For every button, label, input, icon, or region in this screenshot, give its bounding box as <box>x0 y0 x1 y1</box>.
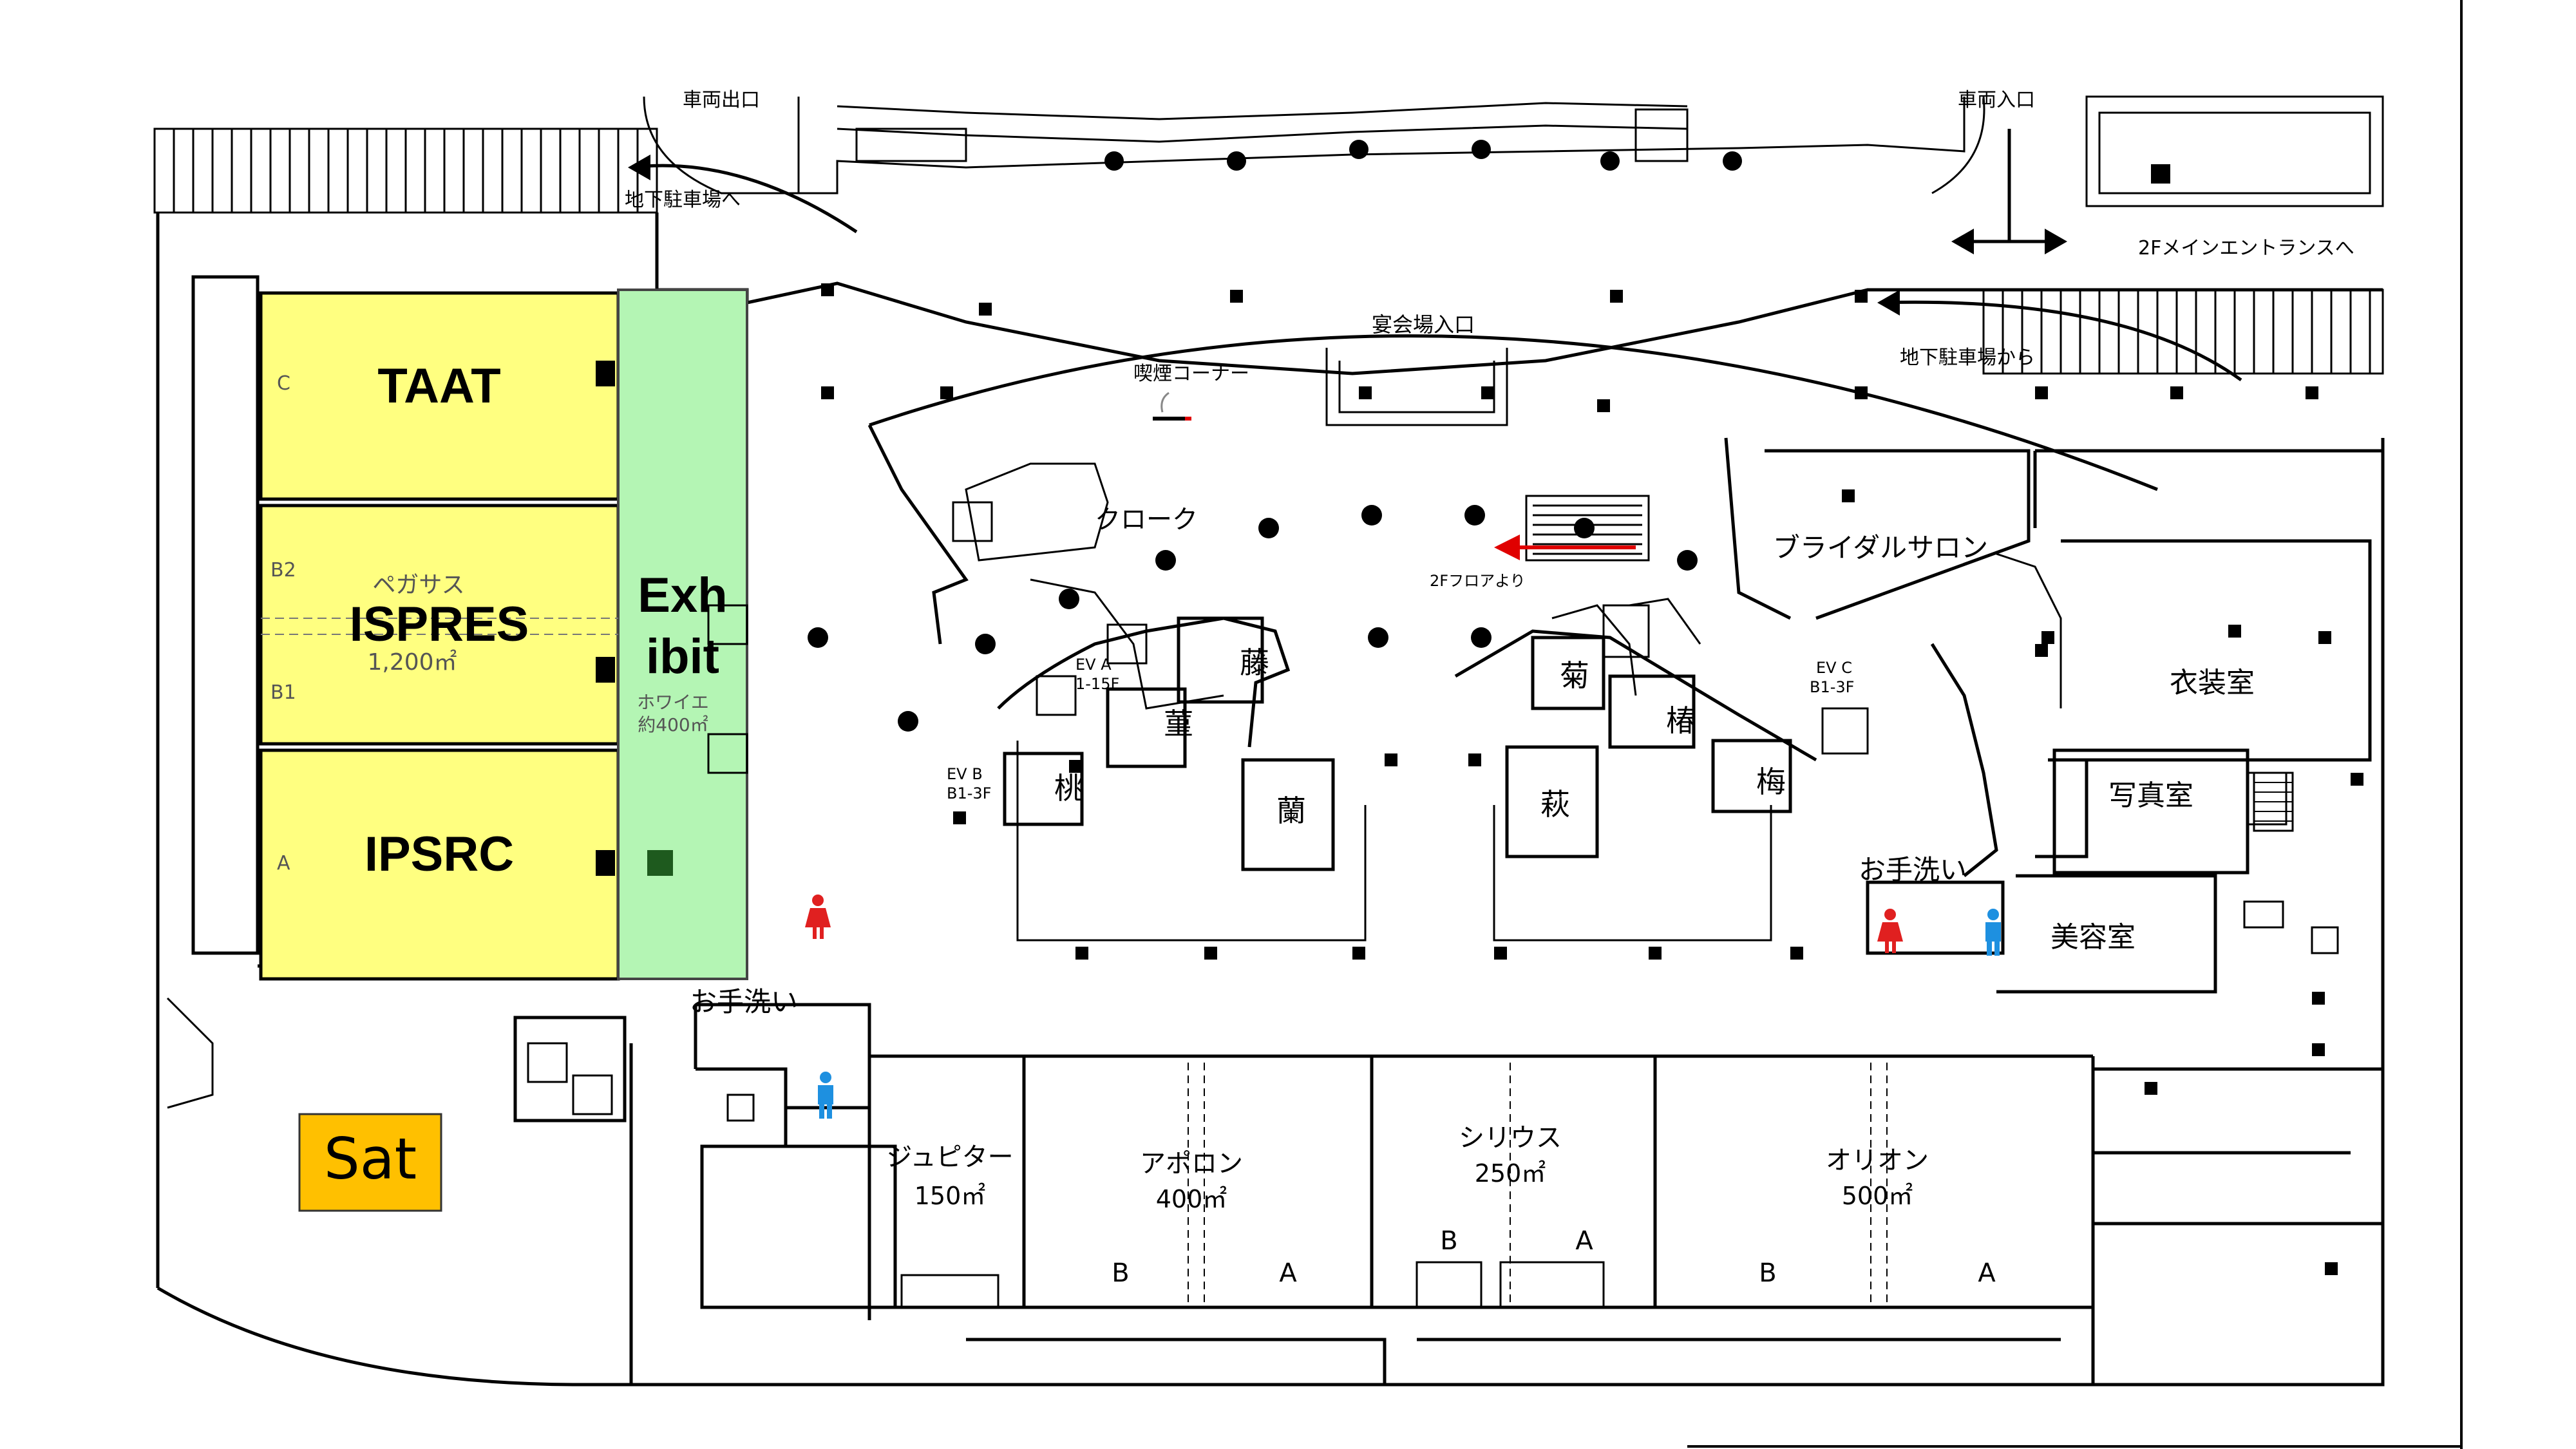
room-momo: 桃 <box>1054 771 1084 806</box>
label-section-b1: B1 <box>270 681 296 704</box>
label-pegasus: ペガサス <box>372 572 464 598</box>
label-section-a: A <box>277 852 290 875</box>
label-vehicle-exit: 車両出口 <box>683 89 760 111</box>
hall-orion-area: 500㎡ <box>1842 1182 1913 1210</box>
escalator <box>1525 495 1701 696</box>
label-foyer: ホワイエ <box>637 692 709 713</box>
label-ev-c: EV C <box>1816 659 1852 677</box>
hall-apollo: アポロン <box>1140 1149 1243 1179</box>
hall-jupiter: ジュピター <box>886 1142 1013 1172</box>
room-exhibit <box>617 289 748 980</box>
right-wing-rooms <box>1724 437 2383 1385</box>
label-to-main-entrance: 2Fメインエントランスへ <box>2138 237 2354 260</box>
label-foyer-area: 約400㎡ <box>638 714 708 735</box>
label-from-underground-parking: 地下駐車場から <box>1900 346 2035 369</box>
sat-highlight <box>298 1113 442 1212</box>
label-ev-b: EV B <box>947 765 983 783</box>
label-beauty-salon: 美容室 <box>2050 921 2136 954</box>
conference-highlights <box>259 289 748 981</box>
label-ispres: ISPRES <box>350 597 529 652</box>
label-cloak: クローク <box>1095 505 1198 535</box>
driveway-pillars <box>1104 140 1742 171</box>
room-sat <box>298 1113 442 1212</box>
foyer-pillars <box>808 505 1698 732</box>
hall-orion: オリオン <box>1826 1146 1929 1175</box>
room-fuji: 藤 <box>1240 645 1269 680</box>
label-ev-b-floors: B1-3F <box>947 784 991 802</box>
hall-apollo-a: A <box>1279 1258 1297 1288</box>
label-restroom-right: お手洗い <box>1859 854 1967 886</box>
label-bridal-salon: ブライダルサロン <box>1773 532 1988 564</box>
label-taat: TAAT <box>377 359 500 413</box>
hall-orion-a: A <box>1978 1258 1996 1288</box>
label-section-b2: B2 <box>270 559 296 582</box>
male-restroom-icon <box>818 1072 833 1119</box>
label-from-2f: 2Fフロアより <box>1430 572 1526 590</box>
restroom-icons <box>805 895 2001 1119</box>
room-tsubaki: 椿 <box>1666 703 1696 738</box>
hall-sirius: シリウス <box>1459 1123 1562 1153</box>
building-outline <box>156 213 2385 1387</box>
label-section-c: C <box>277 372 290 395</box>
room-ume: 梅 <box>1756 764 1786 799</box>
hall-jupiter-area: 150㎡ <box>914 1182 986 1210</box>
small-rooms <box>952 501 1869 871</box>
hall-apollo-b: B <box>1112 1258 1129 1288</box>
hall-sirius-b: B <box>1440 1226 1457 1256</box>
stair-top-left <box>153 128 658 214</box>
room-hagi: 萩 <box>1540 787 1570 822</box>
column-markers <box>821 283 2363 1275</box>
label-pegasus-area: 1,200㎡ <box>367 649 457 676</box>
female-restroom-icon <box>1877 909 1903 953</box>
label-restroom-left: お手洗い <box>690 986 798 1018</box>
label-smoking-corner: 喫煙コーナー <box>1133 363 1249 385</box>
traffic-arrows <box>628 129 2242 382</box>
male-restroom-icon <box>1985 909 2001 956</box>
label-sat: Sat <box>324 1126 417 1192</box>
room-taat <box>259 291 620 501</box>
room-sumire: 菫 <box>1164 706 1193 741</box>
room-ran: 蘭 <box>1276 793 1306 828</box>
label-banquet-entrance: 宴会場入口 <box>1372 312 1475 337</box>
label-ev-a-floors: 1-15F <box>1075 675 1119 693</box>
smoking-icon <box>1153 392 1191 421</box>
driveway <box>643 95 2384 207</box>
label-vehicle-entrance: 車両入口 <box>1958 89 2035 111</box>
label-ev-c-floors: B1-3F <box>1810 678 1854 696</box>
stair-top-right <box>1982 289 2384 375</box>
central-foyer <box>867 334 2158 942</box>
label-ev-a: EV A <box>1075 656 1112 674</box>
label-photo-studio: 写真室 <box>2108 779 2193 812</box>
female-restroom-icon <box>805 895 831 939</box>
room-kiku: 菊 <box>1560 658 1589 693</box>
red-arrow <box>1494 535 1636 560</box>
hall-sirius-a: A <box>1575 1226 1593 1256</box>
label-ipsrc: IPSRC <box>365 827 514 882</box>
room-ispres <box>259 504 620 746</box>
hall-sirius-area: 250㎡ <box>1475 1159 1546 1188</box>
label-exhibit-1: Exh <box>638 568 727 623</box>
hall-apollo-area: 400㎡ <box>1156 1185 1227 1213</box>
lower-halls <box>694 1003 2095 1385</box>
room-ipsrc <box>259 748 620 981</box>
label-costume-room: 衣装室 <box>2170 667 2255 699</box>
label-to-underground-parking: 地下駐車場へ <box>625 189 741 211</box>
hall-orion-b: B <box>1759 1258 1776 1288</box>
label-exhibit-2: ibit <box>646 629 719 684</box>
